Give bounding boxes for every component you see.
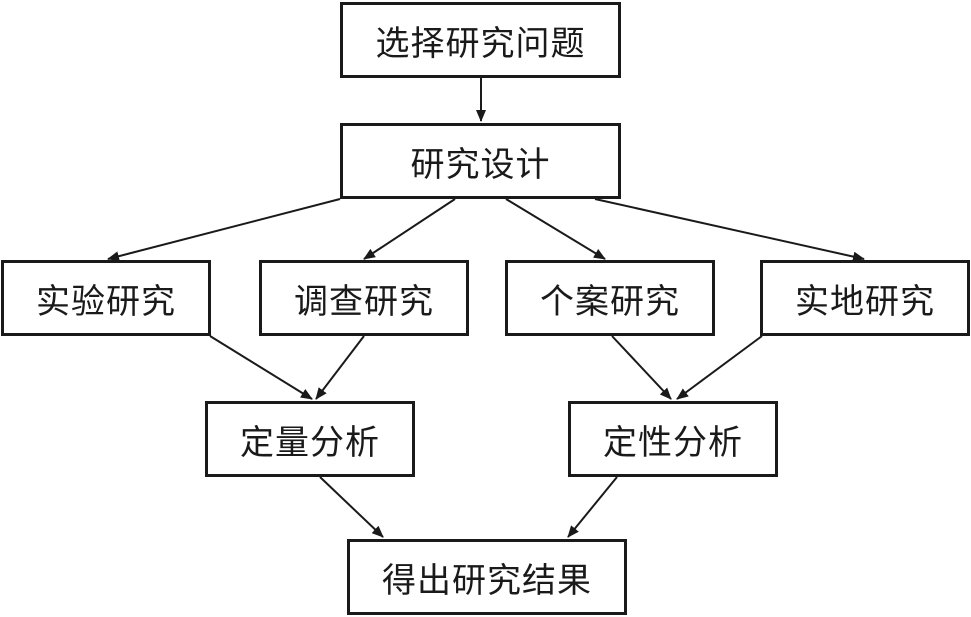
node-select-problem: 选择研究问题 — [340, 2, 621, 78]
edge-design-to-field — [594, 198, 865, 262]
edge-case-to-qualitative — [611, 335, 672, 400]
edge-design-to-survey — [363, 198, 456, 260]
edge-experimental-to-quantitative — [209, 335, 313, 400]
node-research-design: 研究设计 — [340, 123, 621, 199]
edge-quantitative-to-results — [319, 476, 384, 538]
node-select-problem-label: 选择研究问题 — [375, 23, 586, 64]
node-survey-research-label: 调查研究 — [294, 281, 434, 322]
node-qualitative-analysis-label: 定性分析 — [603, 422, 743, 463]
edge-design-to-case — [505, 198, 606, 260]
edge-survey-to-quantitative — [315, 335, 365, 400]
edge-design-to-experimental — [107, 198, 341, 262]
node-quantitative-analysis: 定量分析 — [205, 401, 415, 477]
node-research-results: 得出研究结果 — [347, 539, 627, 615]
node-experimental-research-label: 实验研究 — [36, 281, 176, 322]
node-survey-research: 调查研究 — [259, 260, 469, 336]
node-case-study-label: 个案研究 — [540, 281, 680, 322]
edge-qualitative-to-results — [567, 476, 618, 538]
node-quantitative-analysis-label: 定量分析 — [240, 422, 380, 463]
node-experimental-research: 实验研究 — [1, 260, 211, 336]
node-qualitative-analysis: 定性分析 — [568, 401, 778, 477]
edge-field-to-qualitative — [676, 335, 763, 400]
node-research-results-label: 得出研究结果 — [382, 560, 592, 601]
node-case-study: 个案研究 — [505, 260, 715, 336]
node-field-research-label: 实地研究 — [795, 281, 935, 322]
node-research-design-label: 研究设计 — [410, 144, 551, 185]
node-field-research: 实地研究 — [760, 260, 970, 336]
